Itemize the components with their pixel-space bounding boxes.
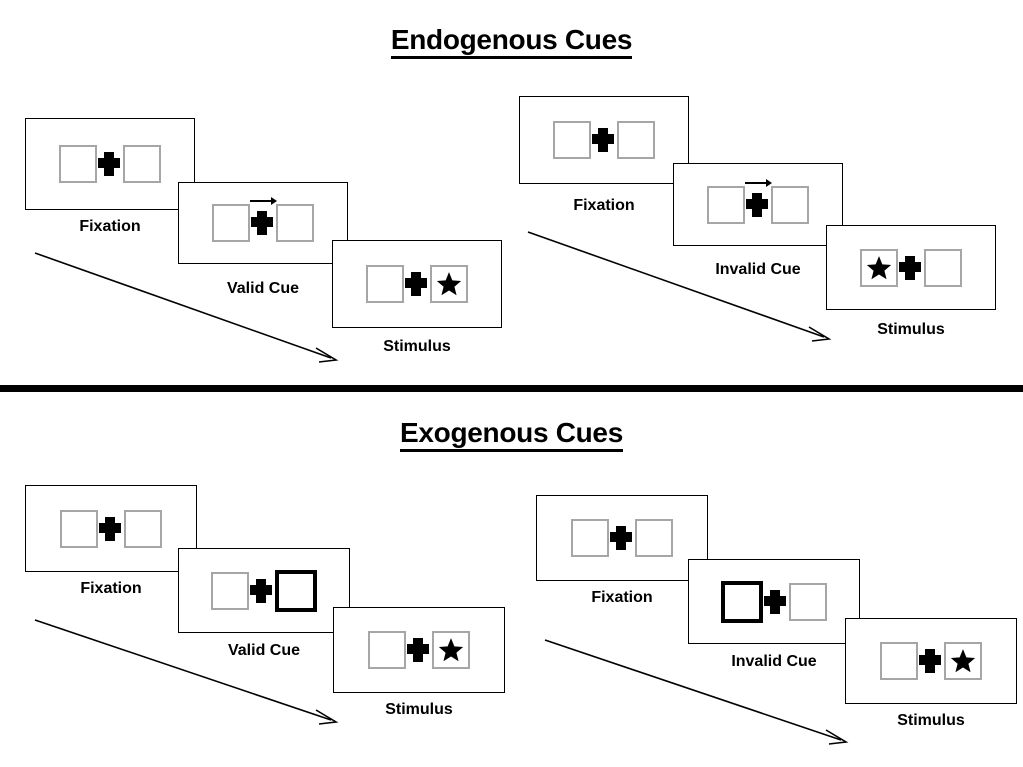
stimulus-array-endogenous-valid-cue (212, 197, 314, 242)
caption-exogenous-invalid-fixation: Fixation (591, 589, 653, 606)
left-placeholder-box (880, 642, 918, 680)
panel-endogenous-valid-cue (178, 182, 348, 264)
stimulus-array-exogenous-valid-fixation (60, 509, 162, 548)
left-placeholder-box (368, 631, 406, 669)
endogenous-section-title: Endogenous Cues (0, 24, 1023, 59)
arrow-right-cue-icon (745, 178, 772, 187)
panel-exogenous-invalid-fixation (536, 495, 708, 581)
panel-exogenous-valid-cue (178, 548, 350, 633)
caption-exogenous-invalid-cue: Invalid Cue (731, 653, 817, 670)
panel-endogenous-invalid-cue (673, 163, 843, 246)
caption-endogenous-invalid-cue: Invalid Cue (715, 261, 801, 278)
fixation-cross-icon (249, 578, 275, 604)
left-placeholder-box (553, 121, 591, 159)
right-placeholder-box (124, 509, 162, 548)
fixation-cross-icon (591, 127, 617, 153)
caption-endogenous-valid-cue: Valid Cue (226, 280, 300, 297)
panel-exogenous-valid-stimulus (333, 607, 505, 693)
fixation-cross-icon (98, 516, 124, 542)
fixation-cross-icon (745, 178, 772, 218)
panel-exogenous-invalid-cue (688, 559, 860, 644)
star-target-icon (866, 255, 892, 279)
exogenous-invalid-time-arrow (544, 639, 849, 745)
panel-exogenous-invalid-stimulus (845, 618, 1017, 704)
stimulus-array-exogenous-invalid-cue (721, 580, 827, 623)
right-placeholder-box (635, 519, 673, 557)
caption-exogenous-invalid-stimulus: Stimulus (897, 712, 965, 729)
left-placeholder-box (212, 204, 250, 242)
panel-endogenous-valid-stimulus (332, 240, 502, 328)
left-placeholder-box (571, 519, 609, 557)
left-placeholder-box (366, 265, 404, 303)
caption-endogenous-invalid-fixation: Fixation (573, 197, 635, 214)
right-placeholder-box-with-target (432, 631, 470, 669)
star-target-icon (950, 649, 976, 673)
stimulus-array-exogenous-invalid-fixation (571, 519, 673, 557)
left-placeholder-box (211, 571, 249, 610)
fixation-cross-icon (406, 637, 432, 663)
left-placeholder-box-with-target (860, 248, 898, 287)
stimulus-array-endogenous-invalid-cue (707, 178, 809, 224)
right-placeholder-box (276, 204, 314, 242)
stimulus-array-endogenous-valid-fixation (59, 145, 161, 183)
right-placeholder-box (771, 185, 809, 224)
right-placeholder-box-with-target (944, 642, 982, 680)
panel-endogenous-invalid-stimulus (826, 225, 996, 310)
left-placeholder-box (707, 185, 745, 224)
exogenous-section-title: Exogenous Cues (0, 417, 1023, 452)
caption-endogenous-invalid-stimulus: Stimulus (877, 321, 945, 338)
star-target-icon (436, 272, 462, 296)
stimulus-array-exogenous-invalid-stimulus (880, 642, 982, 680)
right-placeholder-box-cued (275, 569, 317, 612)
right-placeholder-box-with-target (430, 265, 468, 303)
right-placeholder-box (924, 248, 962, 287)
stimulus-array-endogenous-invalid-fixation (553, 121, 655, 159)
fixation-cross-icon (609, 525, 635, 551)
stimulus-array-exogenous-valid-stimulus (368, 631, 470, 669)
fixation-cross-icon (918, 648, 944, 674)
caption-exogenous-valid-cue: Valid Cue (227, 642, 301, 659)
left-placeholder-box (59, 145, 97, 183)
right-placeholder-box (123, 145, 161, 183)
arrow-right-cue-icon (250, 197, 277, 205)
caption-exogenous-valid-fixation: Fixation (80, 580, 142, 597)
right-placeholder-box (617, 121, 655, 159)
left-placeholder-box-cued (721, 580, 763, 623)
fixation-cross-icon (898, 255, 924, 281)
left-placeholder-box (60, 509, 98, 548)
stimulus-array-endogenous-valid-stimulus (366, 265, 468, 303)
stimulus-array-exogenous-valid-cue (211, 569, 317, 612)
fixation-cross-icon (404, 271, 430, 297)
right-placeholder-box (789, 582, 827, 621)
panel-endogenous-invalid-fixation (519, 96, 689, 184)
panel-endogenous-valid-fixation (25, 118, 195, 210)
caption-endogenous-valid-fixation: Fixation (79, 218, 141, 235)
section-divider (0, 385, 1023, 392)
endogenous-title-text: Endogenous Cues (390, 24, 632, 59)
stimulus-array-endogenous-invalid-stimulus (860, 248, 962, 287)
fixation-cross-icon (250, 197, 277, 236)
exogenous-title-text: Exogenous Cues (400, 417, 623, 452)
panel-exogenous-valid-fixation (25, 485, 197, 572)
caption-exogenous-valid-stimulus: Stimulus (385, 701, 453, 718)
fixation-cross-icon (763, 589, 789, 615)
star-target-icon (438, 638, 464, 662)
fixation-cross-icon (97, 151, 123, 177)
caption-endogenous-valid-stimulus: Stimulus (383, 338, 451, 355)
